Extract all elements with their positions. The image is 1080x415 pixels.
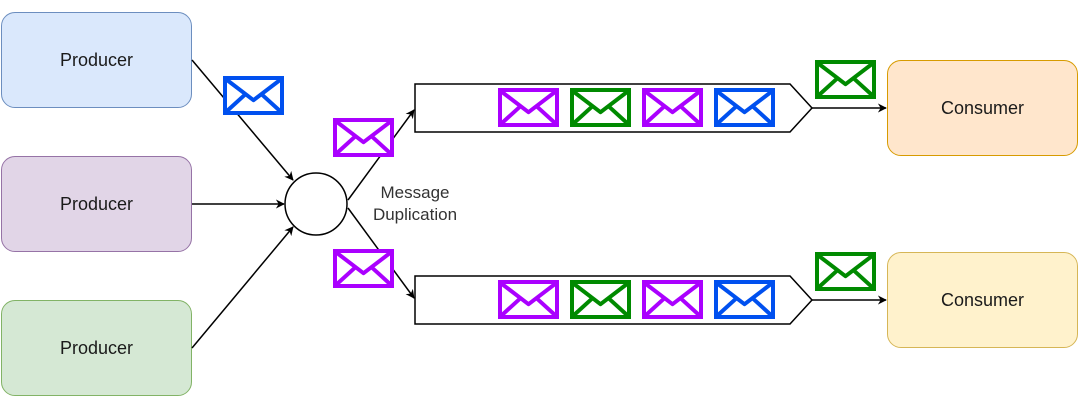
producer-box-1: Producer (1, 12, 192, 108)
edge-producer1-router (191, 59, 294, 181)
consumer-box-2: Consumer (887, 252, 1078, 348)
delivered-message-bottom-icon (815, 252, 876, 291)
queue1-message-3-icon (642, 88, 703, 127)
queue1-message-2-icon (570, 88, 631, 127)
consumer-label-1: Consumer (940, 97, 1025, 118)
producer-label-2: Producer (59, 193, 134, 214)
queue2-message-3-icon (642, 280, 703, 319)
queue1-message-1-icon (498, 88, 559, 127)
producer-box-3: Producer (1, 300, 192, 396)
producer-box-2: Producer (1, 156, 192, 252)
queue2-message-2-icon (570, 280, 631, 319)
queue2-message-4-icon (714, 280, 775, 319)
edge-producer3-router (191, 226, 294, 349)
delivered-message-top-icon (815, 60, 876, 99)
envelope-incoming-icon (223, 76, 284, 115)
duplication-label-line2: Duplication (372, 205, 458, 224)
producer-label-3: Producer (59, 337, 134, 358)
envelope-duplicate-bottom-icon (333, 249, 394, 288)
queue1-message-4-icon (714, 88, 775, 127)
envelope-duplicate-top-icon (333, 118, 394, 157)
duplication-label: Message Duplication (360, 182, 470, 226)
producer-label-1: Producer (59, 49, 134, 70)
consumer-label-2: Consumer (940, 289, 1025, 310)
duplication-router (284, 172, 348, 236)
queue2-message-1-icon (498, 280, 559, 319)
duplication-label-line1: Message (380, 183, 450, 202)
consumer-box-1: Consumer (887, 60, 1078, 156)
